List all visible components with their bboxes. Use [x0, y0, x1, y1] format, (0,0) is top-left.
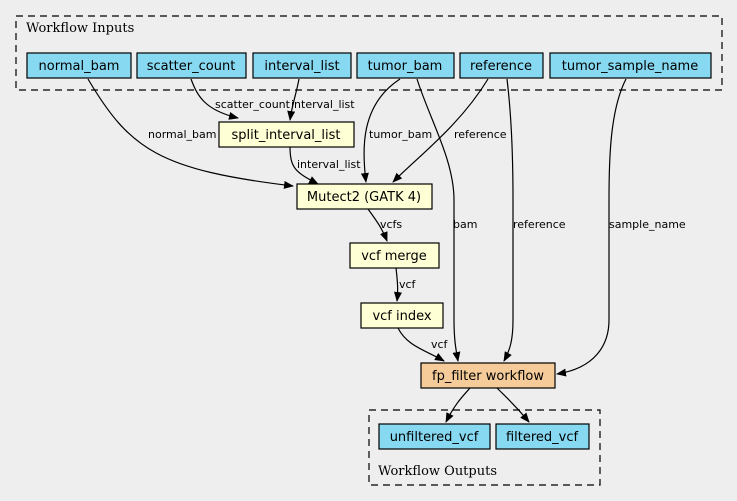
node-mutect2[interactable]: Mutect2 (GATK 4) [296, 183, 433, 210]
edges [87, 78, 627, 423]
edge-label-vcf-merge-out: vcf [399, 278, 417, 291]
node-scatter-count[interactable]: scatter_count [136, 52, 247, 79]
edge-labels: scatter_count interval_list normal_bam t… [148, 98, 686, 351]
node-scatter-count-label: scatter_count [147, 59, 236, 74]
node-unfiltered-vcf[interactable]: unfiltered_vcf [378, 423, 491, 450]
node-tumor-bam[interactable]: tumor_bam [356, 52, 455, 79]
node-vcf-index[interactable]: vcf index [360, 302, 444, 329]
task-nodes: split_interval_list Mutect2 (GATK 4) vcf… [218, 121, 556, 389]
edge-scatter-count [190, 78, 239, 120]
edge-label-interval-list-in: interval_list [291, 98, 355, 111]
node-split-interval-list[interactable]: split_interval_list [218, 121, 355, 148]
edge-label-bam: bam [453, 218, 477, 231]
node-unfiltered-vcf-label: unfiltered_vcf [390, 430, 479, 445]
edge-mutect-vcfmerge [367, 208, 388, 242]
edge-label-interval-list-out: interval_list [297, 158, 361, 171]
workflow-outputs-cluster: Workflow Outputs [368, 409, 601, 486]
edge-split-interval-mutect [289, 145, 319, 185]
edge-label-normal-bam: normal_bam [148, 128, 216, 141]
edge-fpfilter-filtered [496, 387, 530, 423]
node-reference[interactable]: reference [459, 52, 544, 79]
edge-label-vcfs: vcfs [380, 218, 402, 231]
node-tumor-sample-name[interactable]: tumor_sample_name [549, 52, 712, 79]
workflow-inputs-cluster: Workflow Inputs [15, 15, 723, 91]
edge-vcfmerge-vcfindex [394, 267, 402, 302]
node-tumor-sample-name-label: tumor_sample_name [562, 59, 698, 74]
edge-label-scatter-count: scatter_count [215, 98, 291, 111]
node-vcf-merge[interactable]: vcf merge [349, 242, 440, 269]
edge-normal-bam [87, 78, 294, 189]
node-tumor-bam-label: tumor_bam [368, 59, 443, 74]
edge-label-vcf-index-out: vcf [431, 338, 449, 351]
node-mutect2-label: Mutect2 (GATK 4) [307, 190, 421, 205]
node-split-interval-list-label: split_interval_list [231, 128, 340, 143]
edge-interval-list [287, 78, 300, 121]
node-vcf-index-label: vcf index [372, 309, 431, 324]
workflow-inputs-label: Workflow Inputs [26, 21, 134, 36]
edge-reference-fpfilter [503, 78, 514, 362]
node-fp-filter-workflow[interactable]: fp_filter workflow [420, 362, 556, 389]
edge-label-sample-name: sample_name [609, 218, 686, 231]
node-filtered-vcf[interactable]: filtered_vcf [495, 423, 590, 450]
node-fp-filter-workflow-label: fp_filter workflow [432, 369, 544, 384]
node-interval-list[interactable]: interval_list [252, 52, 352, 79]
edge-tumor-bam-fpfilter [416, 78, 461, 362]
input-nodes: normal_bam scatter_count interval_list t… [26, 52, 712, 79]
edge-sample-name-fpfilter [556, 78, 627, 377]
node-filtered-vcf-label: filtered_vcf [506, 430, 579, 445]
node-normal-bam-label: normal_bam [39, 59, 120, 74]
edge-reference-mutect [392, 78, 489, 183]
node-interval-list-label: interval_list [264, 59, 339, 74]
output-nodes: unfiltered_vcf filtered_vcf [378, 423, 590, 450]
edge-tumor-bam-mutect [360, 78, 401, 183]
edge-label-reference-mutect: reference [454, 128, 507, 141]
workflow-outputs-label: Workflow Outputs [378, 464, 497, 479]
node-reference-label: reference [470, 59, 532, 74]
edge-label-reference-fp: reference [513, 218, 566, 231]
edge-label-tumor-bam: tumor_bam [369, 128, 432, 141]
edge-fpfilter-unfiltered [445, 387, 471, 423]
node-vcf-merge-label: vcf merge [361, 249, 427, 264]
node-normal-bam[interactable]: normal_bam [26, 52, 132, 79]
edge-vcfindex-fpfilter [397, 327, 445, 362]
